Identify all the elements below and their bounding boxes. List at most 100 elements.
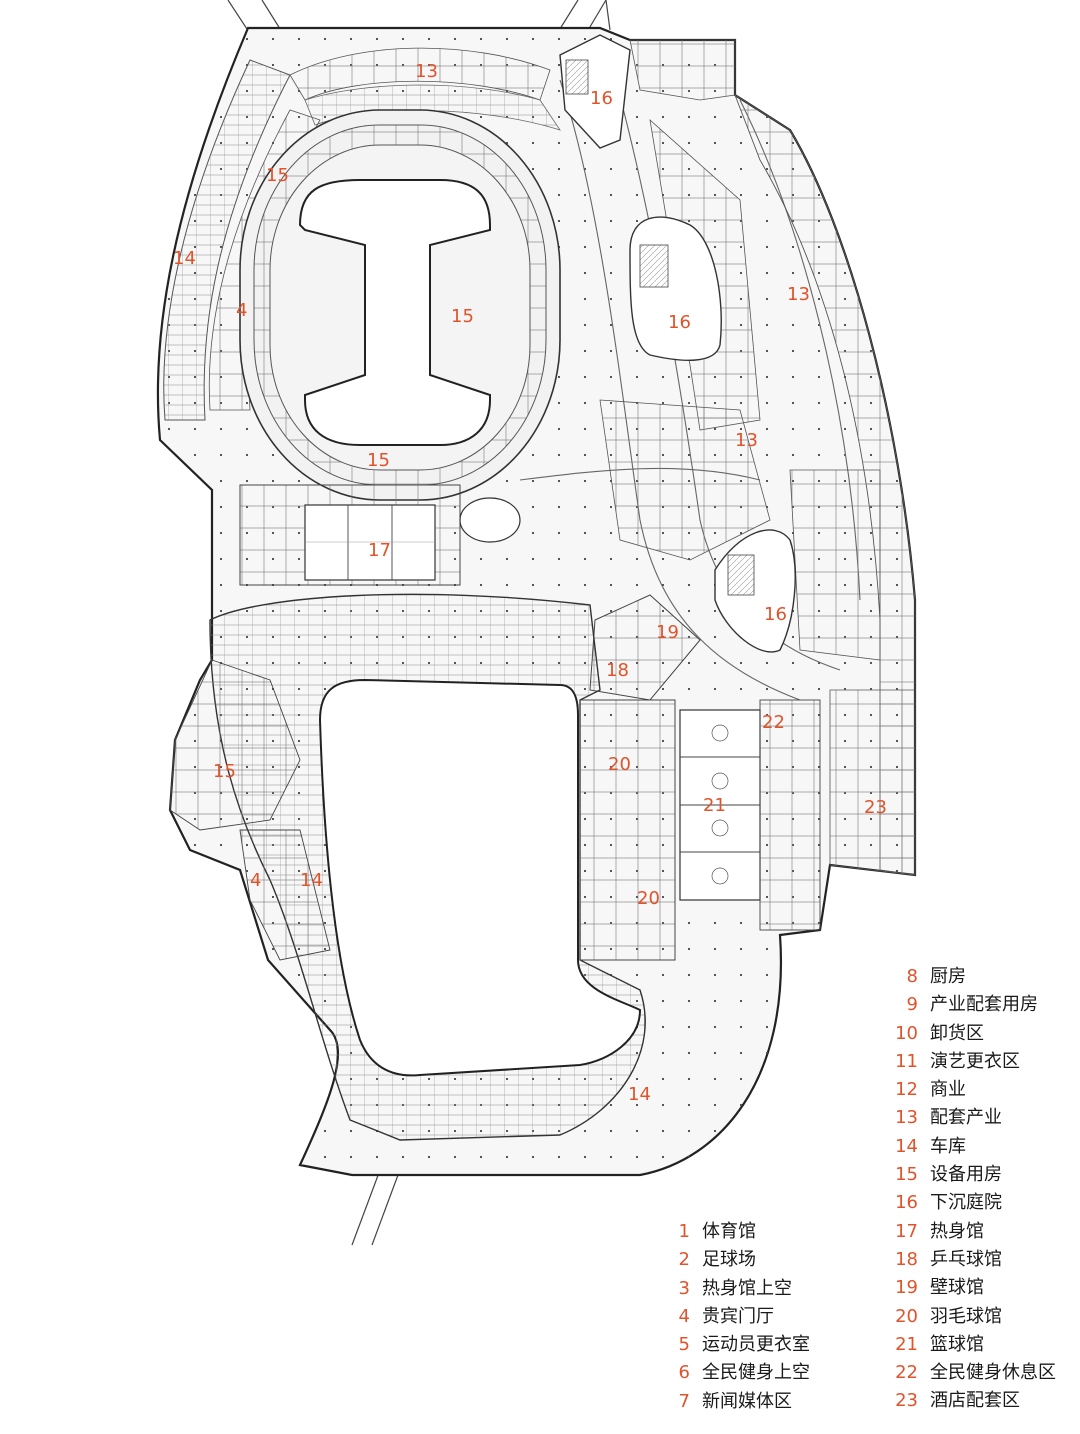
legend-label: 热身馆上空 [702, 1277, 792, 1299]
legend-item: 22 全民健身休息区 [880, 1359, 1056, 1387]
legend-num: 8 [906, 966, 918, 987]
legend-item: 1 体育馆 [660, 1218, 810, 1246]
zone-15-lower: 15 [213, 761, 236, 782]
zone-21: 21 [703, 795, 726, 816]
legend-num: 17 [895, 1220, 918, 1242]
arena-ring [239, 109, 561, 501]
zone-13-top: 13 [415, 61, 438, 82]
legend-item: 23 酒店配套区 [880, 1387, 1056, 1415]
legend-item: 6 全民健身上空 [660, 1359, 810, 1387]
legend-label: 贵宾门厅 [702, 1305, 774, 1327]
zone-labels: 13 16 15 14 4 15 16 13 13 15 17 16 19 18… [173, 61, 887, 1105]
zone-13-east: 13 [787, 284, 810, 305]
legend-num: 7 [678, 1390, 690, 1412]
legend-label: 运动员更衣室 [702, 1334, 810, 1356]
zone-16-court-a: 16 [668, 312, 691, 333]
legend-label: 热身馆 [930, 1220, 984, 1242]
legend-item: 4 贵宾门厅 [660, 1303, 810, 1331]
legend-num: 14 [895, 1135, 918, 1157]
legend-item: 18 乒乓球馆 [880, 1246, 1056, 1274]
legend-label: 卸货区 [930, 1022, 984, 1044]
legend-label: 足球场 [702, 1249, 756, 1271]
zone-4-lower: 4 [250, 870, 261, 891]
legend-num: 11 [895, 1050, 918, 1072]
legend-item: 8 厨房 [880, 963, 1056, 991]
zone-4-upper: 4 [236, 300, 247, 321]
zone-14-lower: 14 [300, 870, 323, 891]
zone-15-arena: 15 [451, 306, 474, 327]
zone-23: 23 [864, 797, 887, 818]
legend-num: 6 [678, 1362, 690, 1384]
legend-item: 5 运动员更衣室 [660, 1331, 810, 1359]
legend-label: 下沉庭院 [930, 1192, 1002, 1214]
legend-num: 22 [895, 1362, 918, 1384]
stadium-pitch [318, 678, 642, 1077]
legend-label: 乒乓球馆 [930, 1248, 1002, 1270]
legend-num: 18 [895, 1248, 918, 1270]
sw-blocks [169, 659, 331, 961]
legend-num: 10 [895, 1022, 918, 1044]
legend-label: 羽毛球馆 [930, 1305, 1002, 1327]
legend-num: 12 [895, 1079, 918, 1101]
zone-14-south: 14 [628, 1084, 651, 1105]
legend-label: 厨房 [930, 966, 966, 987]
east-blocks [599, 39, 916, 876]
zone-20-upper: 20 [608, 754, 631, 775]
legend-num: 2 [678, 1249, 690, 1271]
legend-item: 16 下沉庭院 [880, 1189, 1056, 1217]
zone-16-top: 16 [590, 88, 613, 109]
zone-15-south: 15 [367, 450, 390, 471]
stadium-ring [209, 593, 646, 1141]
legend-item: 11 演艺更衣区 [880, 1048, 1056, 1076]
legend-item: 17 热身馆 [880, 1218, 1056, 1246]
legend-num: 20 [895, 1305, 918, 1327]
legend-item: 12 商业 [880, 1076, 1056, 1104]
legend-item: 2 足球场 [660, 1246, 810, 1274]
zone-20-lower: 20 [637, 888, 660, 909]
legend-item: 3 热身馆上空 [660, 1275, 810, 1303]
legend-label: 酒店配套区 [930, 1390, 1020, 1412]
legend-label: 壁球馆 [930, 1277, 984, 1299]
zone-14-west: 14 [173, 248, 196, 269]
legend-label: 商业 [930, 1079, 966, 1101]
legend-num: 16 [895, 1192, 918, 1214]
legend-item: 21 篮球馆 [880, 1331, 1056, 1359]
sunken-courtyards [559, 34, 796, 653]
legend-item: 13 配套产业 [880, 1104, 1056, 1132]
legend-num: 21 [895, 1333, 918, 1355]
legend-item: 10 卸货区 [880, 1020, 1056, 1048]
legend-label: 全民健身休息区 [930, 1362, 1056, 1384]
court-halls [579, 699, 821, 961]
legend-num: 4 [678, 1305, 690, 1327]
legend-item: 20 羽毛球馆 [880, 1303, 1056, 1331]
arena-floor [298, 179, 491, 446]
legend-num: 19 [895, 1277, 918, 1299]
legend-num: 13 [895, 1107, 918, 1129]
zone-19: 19 [656, 622, 679, 643]
zone-16-court-b: 16 [764, 604, 787, 625]
legend-label: 新闻媒体区 [702, 1390, 792, 1412]
legend-num: 5 [678, 1334, 690, 1356]
legend-label: 配套产业 [930, 1107, 1002, 1129]
zone-15-nw: 15 [266, 165, 289, 186]
legend-num: 15 [895, 1164, 918, 1186]
legend-label: 体育馆 [702, 1221, 756, 1242]
legend-label: 篮球馆 [930, 1333, 984, 1355]
legend-label: 设备用房 [930, 1164, 1002, 1186]
legend-num: 3 [678, 1277, 690, 1299]
zone-13-center: 13 [735, 430, 758, 451]
zone-18: 18 [606, 660, 629, 681]
legend-num: 23 [895, 1390, 918, 1412]
warmup-hall [239, 484, 521, 586]
legend-item: 15 设备用房 [880, 1161, 1056, 1189]
legend-label: 全民健身上空 [702, 1362, 810, 1384]
legend-label: 演艺更衣区 [930, 1050, 1020, 1072]
zone-17: 17 [368, 540, 391, 561]
zone-22: 22 [762, 712, 785, 733]
legend-item: 7 新闻媒体区 [660, 1388, 810, 1416]
legend-num: 1 [678, 1221, 690, 1242]
